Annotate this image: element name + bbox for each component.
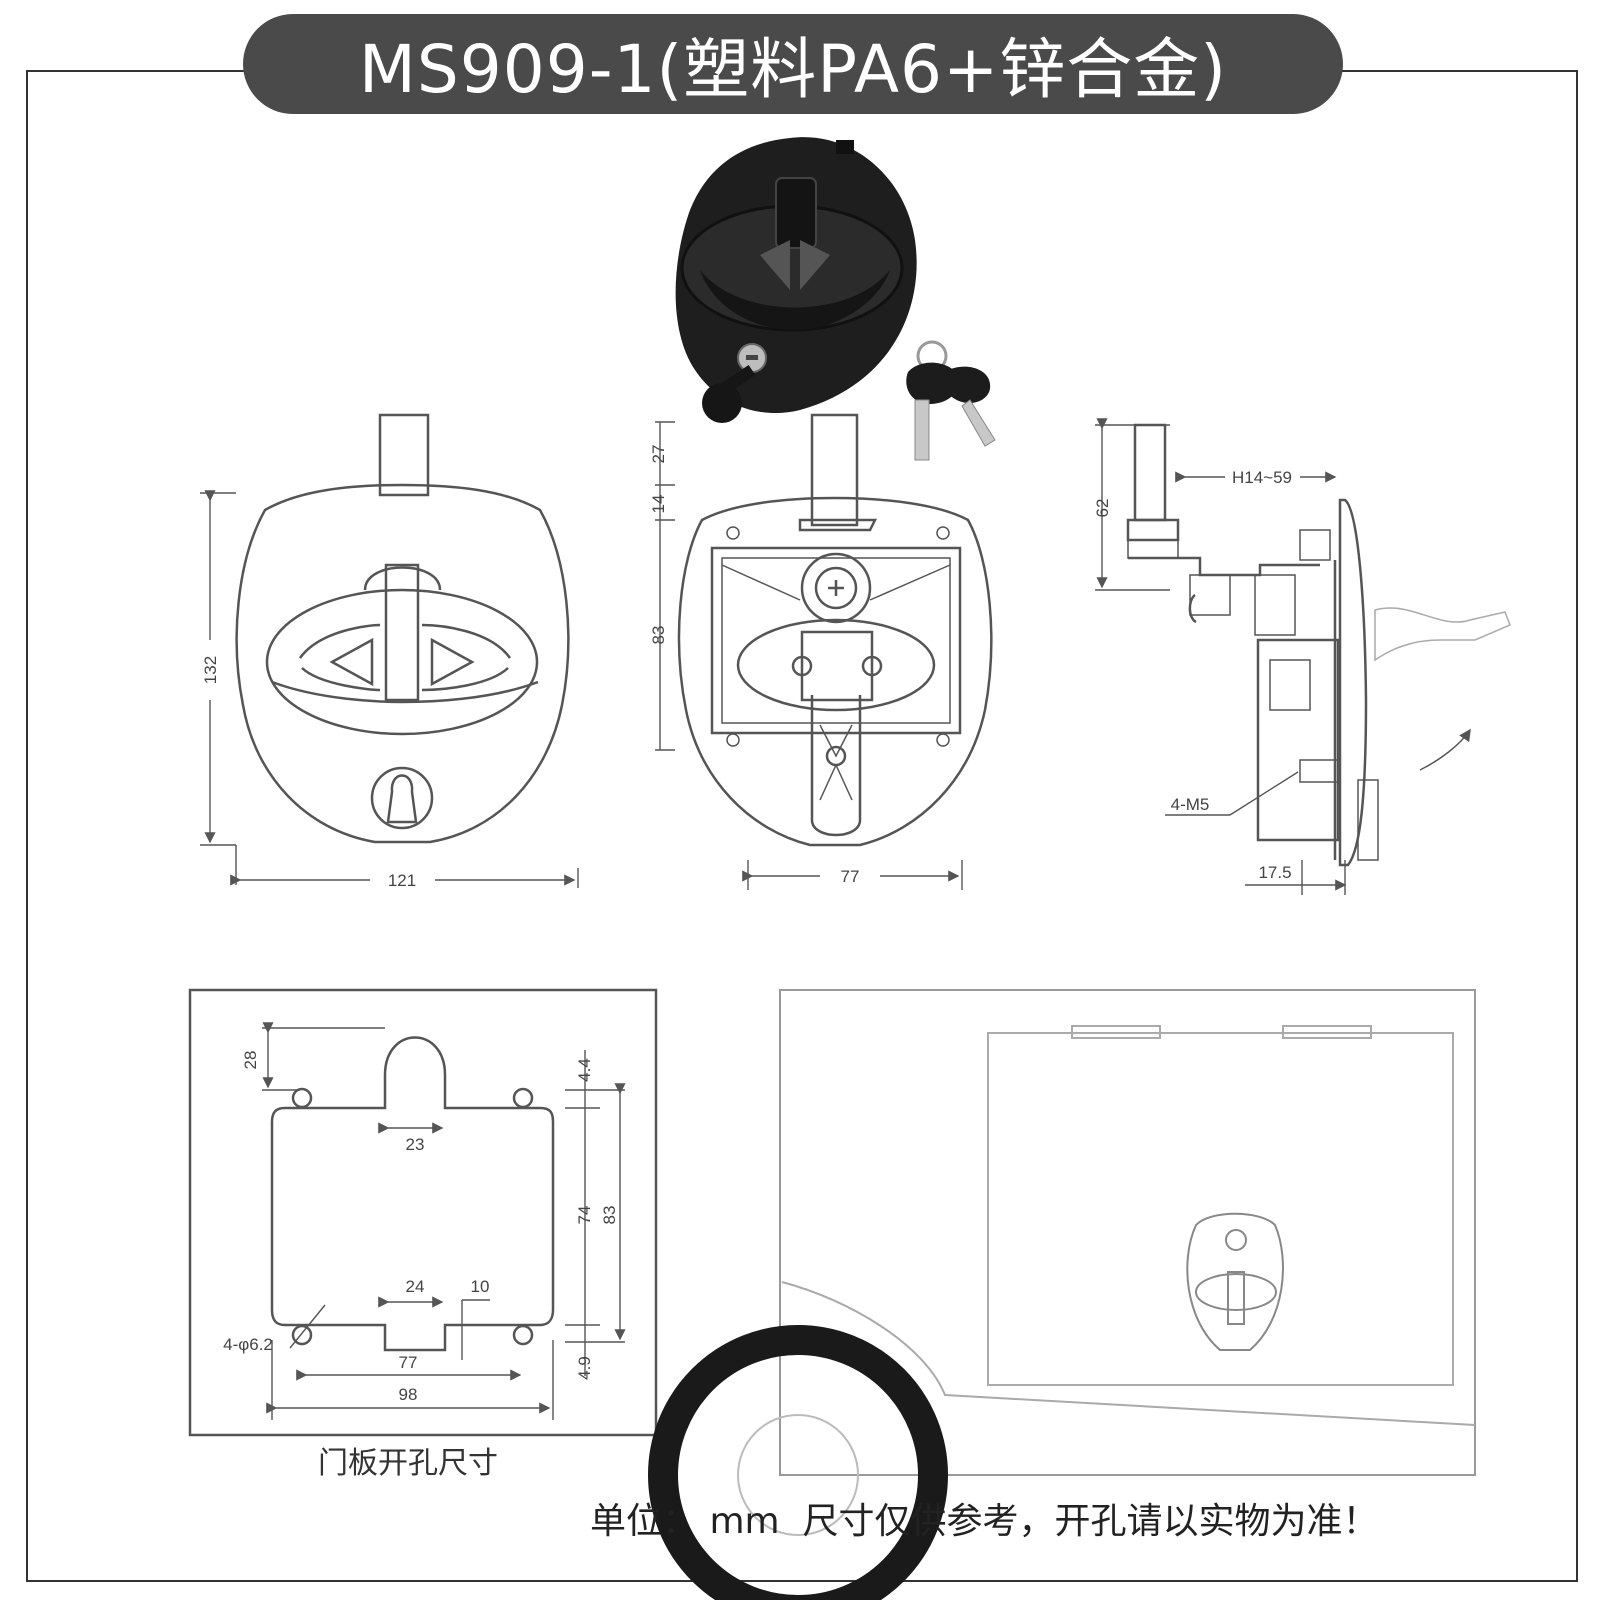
cutout-dim-outer: 83 [600, 1206, 619, 1225]
cutout-dim-tab-width: 23 [406, 1135, 425, 1154]
product-photo [675, 137, 917, 423]
title-banner: MS909-1(塑料PA6+锌合金) [243, 14, 1343, 114]
cutout-dim-right-top: 4.4 [575, 1058, 594, 1082]
side-height-dim: 62 [1093, 499, 1112, 518]
side-screws-label: 4-M5 [1171, 795, 1210, 814]
installation-illustration [648, 989, 1476, 1600]
side-depth-dim: 17.5 [1258, 863, 1291, 882]
cutout-dim-bottom-tab: 24 [406, 1277, 425, 1296]
product-title: MS909-1(塑料PA6+锌合金) [358, 31, 1228, 108]
back-width-dim: 77 [841, 867, 860, 886]
cutout-dim-inner: 74 [575, 1206, 594, 1225]
back-view: 27 14 83 77 [649, 413, 993, 890]
side-view: 62 H14~59 4-M5 17.5 [1093, 418, 1511, 895]
side-range-dim: H14~59 [1232, 468, 1292, 487]
back-dim-b: 14 [649, 495, 668, 514]
cutout-dim-right-bottom: 4.9 [575, 1356, 594, 1380]
cutout-dim-notch: 10 [471, 1277, 490, 1296]
cutout-holes-label: 4-φ6.2 [223, 1335, 273, 1354]
cutout-caption: 门板开孔尺寸 [318, 1446, 498, 1481]
cutout-dim-hole-span: 77 [399, 1353, 418, 1372]
cutout-dim-top: 28 [241, 1051, 260, 1070]
back-dim-a: 27 [649, 445, 668, 464]
cutout-dim-total-width: 98 [399, 1385, 418, 1404]
footer-note: 单位： mm 尺寸仅供参考，开孔请以实物为准！ [590, 1501, 1379, 1542]
front-view: 132 121 [200, 413, 579, 890]
front-width-dim: 121 [388, 871, 416, 890]
door-cutout-drawing: 28 23 4.4 74 83 4.9 24 10 4-φ6.2 77 98 [188, 988, 658, 1437]
back-dim-c: 83 [649, 626, 668, 645]
front-height-dim: 132 [201, 656, 220, 684]
keys-photo [906, 340, 996, 461]
